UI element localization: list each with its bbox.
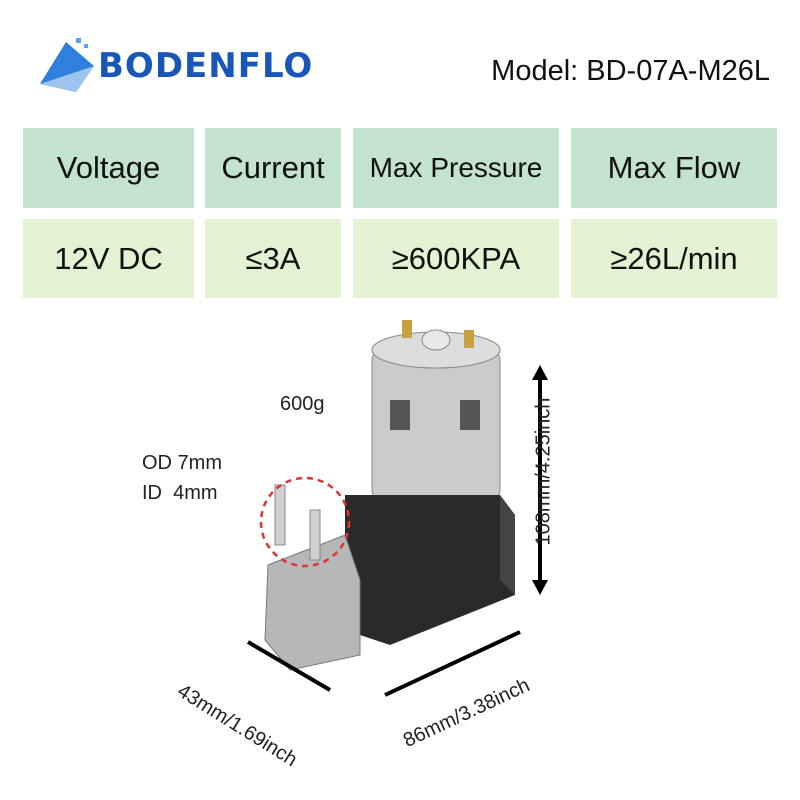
spec-value-max-flow: ≥26L/min xyxy=(571,219,777,298)
height-arrow xyxy=(532,365,548,595)
spec-header-voltage: Voltage xyxy=(23,128,194,208)
length-arrow xyxy=(384,630,521,697)
spec-value-voltage: 12V DC xyxy=(23,219,194,298)
height-dimension-label: 108mm/4.25inch xyxy=(532,397,555,546)
spec-header-max-flow: Max Flow xyxy=(571,128,777,208)
spec-value-max-pressure: ≥600KPA xyxy=(353,219,559,298)
spec-header-current: Current xyxy=(205,128,341,208)
brand-name: BODENFLO xyxy=(98,46,314,86)
spec-header-max-pressure: Max Pressure xyxy=(353,128,559,208)
inner-diameter-label: ID 4mm xyxy=(142,482,218,504)
weight-label: 600g xyxy=(280,393,325,415)
port-highlight-circle xyxy=(259,476,351,568)
width-arrow xyxy=(246,640,332,692)
pump-illustration xyxy=(246,320,548,697)
brand-logo: BODENFLO xyxy=(36,36,316,96)
outer-diameter-label: OD 7mm xyxy=(142,452,222,474)
model-number: Model: BD-07A-M26L xyxy=(491,55,770,87)
logo-icon xyxy=(40,38,94,92)
spec-value-current: ≤3A xyxy=(205,219,341,298)
